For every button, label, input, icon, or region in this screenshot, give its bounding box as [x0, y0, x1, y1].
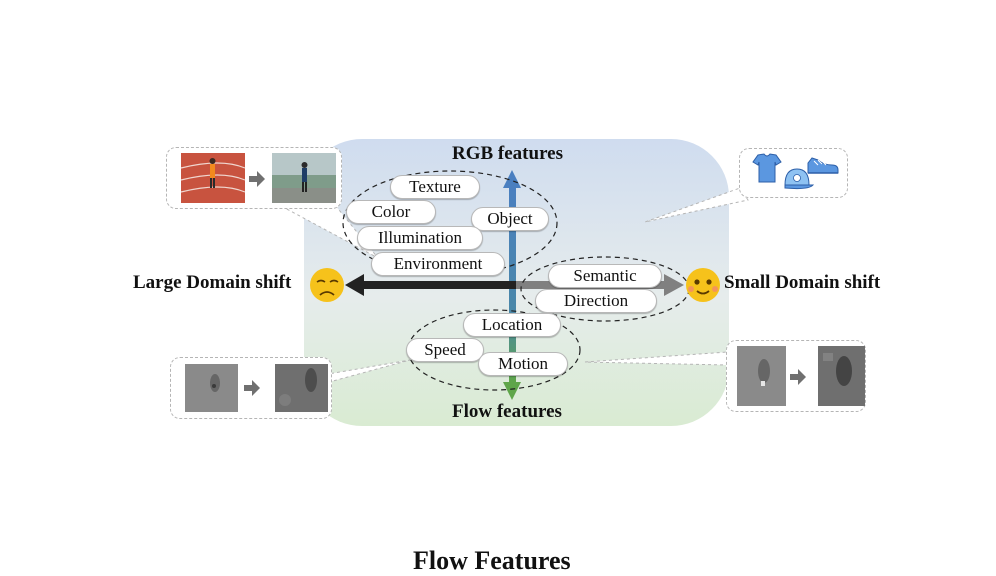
smiling-face-icon — [686, 268, 720, 302]
attribute-pill-object: Object — [471, 207, 549, 231]
attribute-pill-illumination: Illumination — [357, 226, 483, 250]
semantic-example-card — [739, 148, 848, 198]
flow-example-card-right — [726, 340, 866, 412]
flow-photo-target — [275, 364, 328, 412]
flow-images-right — [737, 346, 865, 406]
small-domain-shift-label: Small Domain shift — [724, 272, 881, 293]
attribute-pill-direction: Direction — [535, 289, 657, 313]
large-shift-arrowhead — [345, 274, 364, 296]
flow-photo-target — [818, 346, 865, 406]
attribute-pill-motion: Motion — [478, 352, 568, 376]
flow-example-card-left — [170, 357, 332, 419]
attribute-pill-location: Location — [463, 313, 561, 337]
caption-fragment: Flow Features — [413, 546, 571, 575]
road-photo — [272, 153, 336, 203]
connector-bottom-left — [320, 359, 411, 385]
flow-photo-source — [737, 346, 786, 406]
small-shift-arrowhead — [664, 274, 684, 296]
rgb-example-images — [180, 153, 336, 203]
track-photo — [180, 153, 246, 203]
right-arrow-icon — [249, 171, 265, 187]
flow-images-left — [185, 364, 328, 412]
large-domain-shift-label: Large Domain shift — [133, 272, 292, 293]
attribute-pill-color: Color — [346, 200, 436, 224]
rgb-features-title: RGB features — [452, 143, 563, 164]
right-arrow-icon — [244, 380, 260, 396]
clothing-icons — [752, 153, 839, 190]
flow-features-title: Flow features — [452, 401, 562, 422]
sad-face-icon — [310, 268, 344, 302]
flow-cluster-ellipse — [407, 309, 581, 391]
right-arrow-icon — [790, 369, 806, 385]
cap-icon — [784, 168, 815, 190]
sneaker-icon — [807, 157, 839, 174]
large-shift-arrow-shaft — [360, 281, 516, 289]
flow-arrowhead — [503, 382, 521, 400]
attribute-pill-semantic: Semantic — [548, 264, 662, 288]
rgb-example-card — [166, 147, 342, 209]
attribute-pill-environment: Environment — [371, 252, 505, 276]
rgb-arrowhead — [503, 170, 521, 188]
tshirt-icon — [752, 153, 782, 183]
attribute-pill-speed: Speed — [406, 338, 484, 362]
flow-photo-source — [185, 364, 238, 412]
attribute-pill-texture: Texture — [390, 175, 480, 199]
